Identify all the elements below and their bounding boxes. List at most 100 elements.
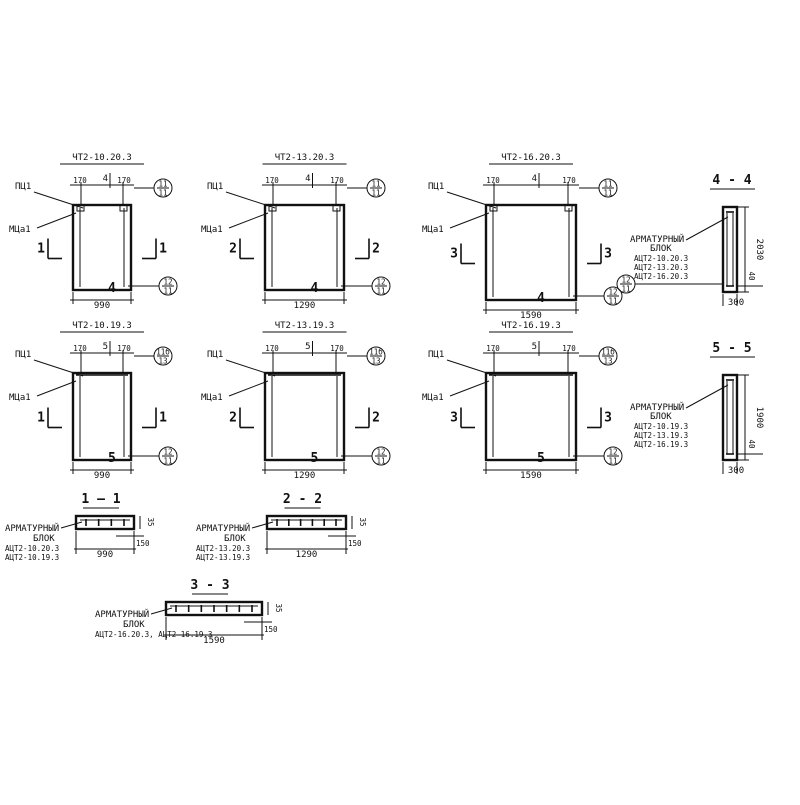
cut-mark-right: 2 — [355, 238, 380, 260]
right-gap-dimension: 170 — [117, 176, 131, 185]
cut-mark-left: 3 — [450, 243, 475, 265]
panel-width: 990 — [94, 301, 110, 311]
section-outline — [265, 514, 348, 531]
cut-number: 3 — [450, 411, 458, 426]
left-gap-dimension: 170 — [265, 176, 279, 185]
rebar-block-code: АЦТ2-13.20.3 — [634, 263, 688, 272]
panel-width: 1290 — [294, 471, 316, 481]
rebar-block-code: АЦТ2-13.20.3 — [196, 544, 250, 553]
tag-bottom-number: 11 — [621, 285, 630, 294]
rebar-block-code: АЦТ2-16.20.3, АЦТ2-16.19.3 — [95, 630, 212, 639]
right-gap-dimension: 170 — [117, 344, 131, 353]
tag-top-number: 11 — [603, 180, 612, 189]
cut-number: 2 — [229, 411, 237, 426]
pc-leader — [225, 191, 276, 209]
rebar-block-label: БЛОК — [33, 534, 55, 544]
rebar-block-leader — [60, 521, 83, 529]
section-offset: 150 — [136, 539, 150, 548]
cut-number: 1 — [37, 411, 45, 426]
mc-leader — [449, 212, 490, 229]
width-note: 4 — [311, 281, 319, 296]
section-outline — [721, 205, 739, 294]
tag-top-number: 12 — [608, 448, 617, 457]
section-height: 1900 — [754, 407, 764, 429]
section-4-4: 4 - 4203040300АРМАТУРНЫЙБЛОКАЦТ2-10.20.3… — [616, 173, 764, 308]
mid-note: 5 — [103, 342, 108, 352]
section-offset: 150 — [264, 625, 278, 634]
section-5-5: 5 - 5190040300АРМАТУРНЫЙБЛОКАЦТ2-10.19.3… — [630, 341, 764, 476]
section-3-3: 3 - 3351501590АРМАТУРНЫЙБЛОКАЦТ2-16.20.3… — [95, 578, 283, 646]
depth-dimension: 40 — [747, 439, 756, 449]
tag-top-number: 11 — [158, 180, 167, 189]
tag-bottom-number: 11 — [603, 189, 612, 198]
tag-bottom-number: 11 — [371, 189, 380, 198]
rebar-block-leader — [150, 607, 173, 615]
rebar-block-code: АЦТ2-10.20.3 — [5, 544, 59, 553]
pc-leader — [33, 359, 84, 377]
tag-top-number: 12 — [376, 448, 385, 457]
panel-outline — [484, 203, 578, 302]
mid-note: 5 — [305, 342, 310, 352]
rebar-block-label: АРМАТУРНЫЙ — [95, 608, 149, 620]
rebar-block-label: АРМАТУРНЫЙ — [196, 522, 250, 534]
rebar-block-code: АЦТ2-16.20.3 — [634, 272, 688, 281]
width-note: 5 — [311, 451, 319, 466]
rebar-block-code: АЦТ2-10.20.3 — [634, 254, 688, 263]
panel-outline — [263, 203, 346, 292]
width-note: 5 — [537, 451, 545, 466]
cut-mark-right: 3 — [587, 407, 612, 429]
tag-bottom-number: 11 — [158, 189, 167, 198]
panel-width: 1590 — [520, 311, 542, 321]
mc-leader — [36, 380, 77, 397]
section-outline — [721, 373, 739, 462]
width-note: 4 — [537, 291, 545, 306]
rebar-block-label: БЛОК — [650, 244, 672, 254]
rebar-block-code: АЦТ2-10.19.3 — [634, 422, 688, 431]
section-thickness: 35 — [146, 517, 155, 526]
panel-title: ЧТ2-13.19.3 — [275, 321, 335, 331]
section-title: 1 — 1 — [81, 492, 120, 507]
cut-mark-left: 2 — [229, 407, 254, 429]
tag-bottom-number: 13 — [158, 357, 167, 366]
right-gap-dimension: 170 — [330, 176, 344, 185]
pc-label: ПЦ1 — [207, 350, 223, 360]
pc-label: ПЦ1 — [428, 182, 444, 192]
section-title: 3 - 3 — [190, 578, 229, 593]
section-thickness: 35 — [274, 603, 283, 612]
section-width: 990 — [97, 550, 113, 560]
mid-note: 4 — [532, 174, 537, 184]
width-note: 4 — [108, 281, 116, 296]
cut-number: 2 — [372, 242, 380, 257]
top-notches — [489, 205, 573, 212]
mid-note: 4 — [103, 174, 108, 184]
tag-top-number: 12 — [163, 278, 172, 287]
tag-bottom-number: 11 — [163, 287, 172, 296]
right-gap-dimension: 170 — [562, 176, 576, 185]
mc-label: МЦа1 — [201, 393, 223, 403]
mc-label: МЦа1 — [9, 225, 31, 235]
pc-label: ПЦ1 — [15, 182, 31, 192]
depth-dimension: 40 — [747, 271, 756, 281]
tag-top-number: 11б — [156, 348, 170, 357]
section-width: 1290 — [296, 550, 318, 560]
tag-bottom-number: 11 — [376, 457, 385, 466]
tag-top-number: 12 — [376, 278, 385, 287]
cut-mark-right: 1 — [142, 238, 167, 260]
left-gap-dimension: 170 — [486, 176, 500, 185]
right-gap-dimension: 170 — [562, 344, 576, 353]
tag-bottom-number: 11 — [163, 457, 172, 466]
panel-width: 1290 — [294, 301, 316, 311]
cut-mark-left: 3 — [450, 407, 475, 429]
panel-outline — [71, 371, 133, 462]
section-title: 5 - 5 — [712, 341, 751, 356]
